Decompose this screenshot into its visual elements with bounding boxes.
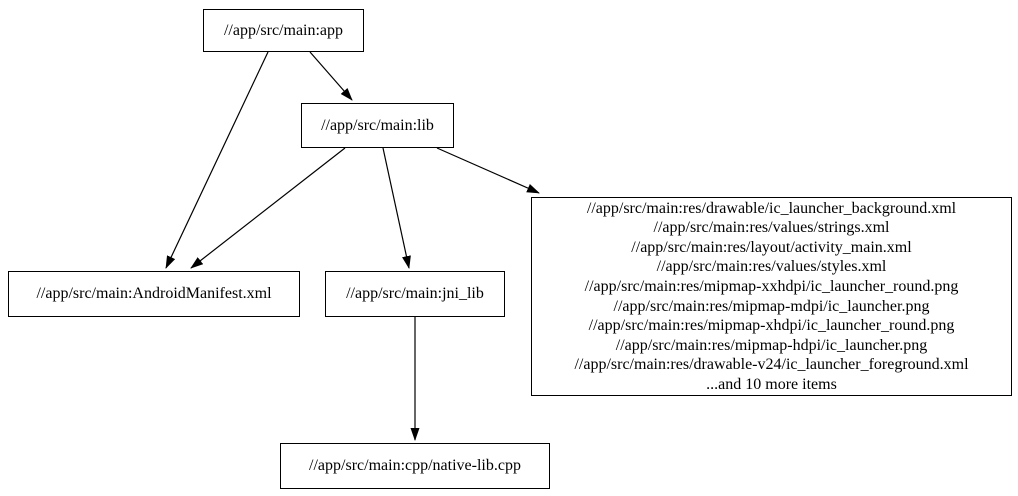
- node-native-cpp: //app/src/main:cpp/native-lib.cpp: [280, 443, 550, 489]
- resource-line: //app/src/main:res/mipmap-xxhdpi/ic_laun…: [584, 277, 959, 295]
- edge-lib-to-jni-lib: [382, 147, 411, 269]
- edge-app-to-lib: [309, 51, 353, 101]
- resource-line: //app/src/main:res/mipmap-xhdpi/ic_launc…: [588, 317, 955, 335]
- resource-line: //app/src/main:res/layout/activity_main.…: [631, 238, 912, 256]
- edge-app-to-android-manifest: [165, 51, 269, 269]
- edge-lib-to-android-manifest: [190, 147, 346, 269]
- resource-line-more: ...and 10 more items: [706, 375, 837, 393]
- node-lib: //app/src/main:lib: [301, 103, 454, 148]
- resource-line: //app/src/main:res/values/styles.xml: [656, 258, 887, 276]
- node-native-cpp-label: //app/src/main:cpp/native-lib.cpp: [309, 457, 521, 474]
- resource-line: //app/src/main:res/values/strings.xml: [653, 219, 890, 237]
- resource-line: //app/src/main:res/drawable-v24/ic_launc…: [574, 356, 969, 374]
- resource-line: //app/src/main:res/mipmap-mdpi/ic_launch…: [613, 297, 930, 315]
- node-resources-group: //app/src/main:res/drawable/ic_launcher_…: [531, 197, 1012, 396]
- node-app-label: //app/src/main:app: [223, 21, 344, 39]
- node-jni-lib-label: //app/src/main:jni_lib: [346, 285, 484, 302]
- node-jni-lib: //app/src/main:jni_lib: [325, 271, 505, 317]
- edge-lib-to-resources: [436, 147, 540, 194]
- resource-line: //app/src/main:res/mipmap-hdpi/ic_launch…: [615, 336, 928, 354]
- node-lib-label: //app/src/main:lib: [321, 116, 434, 134]
- node-app: //app/src/main:app: [203, 9, 364, 52]
- node-android-manifest-label: //app/src/main:AndroidManifest.xml: [36, 285, 272, 302]
- node-android-manifest: //app/src/main:AndroidManifest.xml: [8, 271, 300, 317]
- resource-line: //app/src/main:res/drawable/ic_launcher_…: [586, 199, 957, 217]
